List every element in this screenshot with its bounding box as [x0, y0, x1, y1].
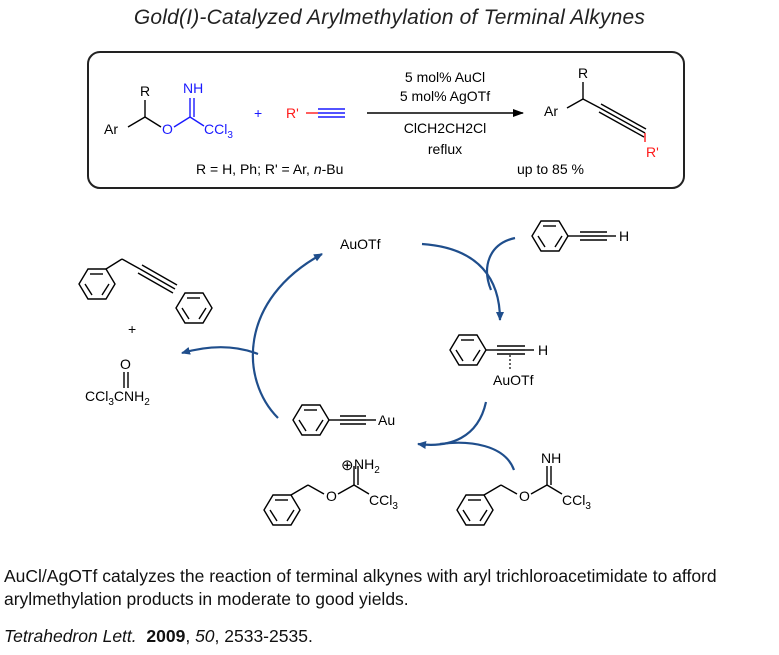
- citation-pages: , 2533-2535.: [214, 626, 313, 646]
- citation: Tetrahedron Lett. 2009, 50, 2533-2535.: [4, 626, 313, 646]
- terminal-alkyne: [306, 108, 345, 118]
- substrate-scope: R = H, Ph; R' = Ar, n-Bu: [196, 161, 343, 177]
- protonated-imidate: [263, 466, 370, 526]
- gold-pi-complex: [449, 334, 534, 369]
- imidate-NH: NH: [541, 450, 561, 466]
- citation-year: 2009: [146, 626, 186, 646]
- substrate-O-label: O: [162, 121, 173, 137]
- citation-journal: Tetrahedron Lett.: [4, 626, 137, 646]
- condition-agotf: 5 mol% AgOTf: [400, 88, 490, 104]
- imidate-CCl3: CCl3: [562, 492, 591, 512]
- amide-formula: CCl3CNH2: [85, 388, 150, 408]
- substrate-NH-label: NH: [183, 80, 203, 96]
- product-Ar-label: Ar: [544, 103, 558, 119]
- arrow-alkyne-in: [486, 236, 516, 291]
- substrate-Ar-label: Ar: [104, 121, 118, 137]
- arrow-acetylide-to-catalyst: [251, 253, 323, 419]
- complex-auotf: AuOTf: [493, 372, 534, 388]
- arrow-complex-to-acetylide: [417, 401, 488, 449]
- scheme-title: Gold(I)-Catalyzed Arylmethylation of Ter…: [133, 6, 646, 29]
- caption-text: AuCl/AgOTf catalyzes the reaction of ter…: [4, 566, 717, 609]
- diphenylpropyne: [78, 258, 213, 324]
- benzyl-imidate: [456, 466, 563, 526]
- substrate-R-label: R: [140, 83, 150, 99]
- phenylacetylene-H: H: [619, 228, 629, 244]
- protonated-CCl3: CCl3: [369, 492, 398, 512]
- cycle-arrows: [181, 236, 516, 471]
- product-plus: +: [128, 321, 136, 337]
- substrate-CCl3-label: CCl3: [204, 121, 233, 141]
- yield-text: up to 85 %: [517, 161, 584, 177]
- catalyst-auotf: AuOTf: [340, 236, 381, 252]
- product-R-label: R: [578, 65, 588, 81]
- protonated-charge: ⊕: [341, 457, 354, 474]
- phenylacetylene: [531, 220, 616, 252]
- condition-reflux: reflux: [428, 141, 462, 157]
- arrow-imidate-in: [439, 441, 516, 471]
- protonated-O: O: [326, 488, 337, 504]
- arrow-product-out: [181, 346, 259, 356]
- trichloroacetamide: [123, 372, 129, 388]
- reaction-box: [87, 51, 685, 189]
- imidate-O: O: [519, 488, 530, 504]
- arylmethylation-product: [566, 82, 647, 142]
- complex-H: H: [538, 342, 548, 358]
- arrow-catalyst-to-complex: [421, 242, 504, 321]
- protonated-NH2: NH2: [354, 456, 380, 476]
- condition-aucl: 5 mol% AuCl: [405, 69, 485, 85]
- gold-acetylide: [292, 404, 376, 436]
- acetylide-Au: Au: [378, 412, 395, 428]
- alkyne-R-label: R': [286, 105, 299, 121]
- reagent-plus: +: [254, 105, 262, 121]
- condition-solvent: ClCH2CH2Cl: [404, 120, 486, 136]
- citation-volume: 50: [195, 626, 215, 646]
- product-R2-label: R': [646, 144, 659, 160]
- amide-O: O: [120, 356, 131, 372]
- substrate-imidate: [127, 98, 205, 128]
- reaction-scheme: R Ar NH O CCl3 + R' 5 mol% AuCl 5 mol% A…: [78, 51, 685, 526]
